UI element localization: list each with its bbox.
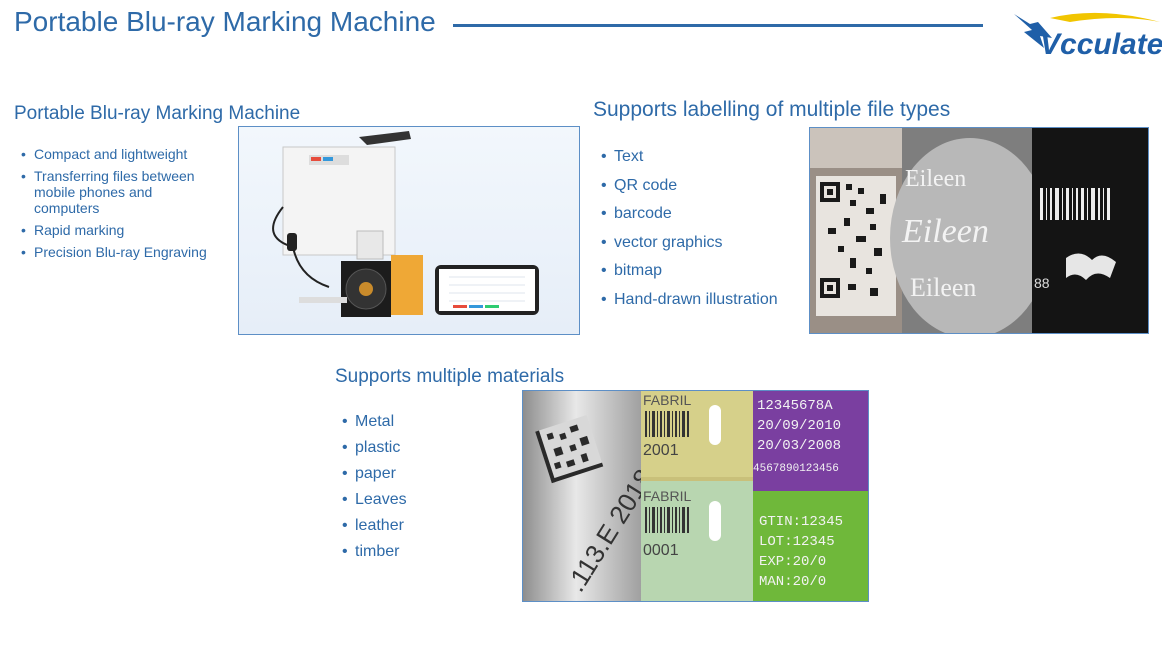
list-item: leather	[342, 516, 512, 536]
green-line-4: MAN:20/0	[759, 574, 826, 590]
tag-number-top: 2001	[643, 442, 679, 459]
product-section-title: Portable Blu-ray Marking Machine	[14, 103, 301, 124]
marking-machine-icon	[272, 131, 539, 317]
list-item: Precision Blu-ray Engraving	[21, 244, 221, 260]
page-title: Portable Blu-ray Marking Machine	[14, 6, 436, 37]
list-item: Transferring files between mobile phones…	[21, 168, 221, 216]
list-item: barcode	[601, 204, 811, 224]
logo-wordmark: Vcculate	[1040, 28, 1162, 60]
datamatrix-code-icon	[535, 415, 604, 484]
materials-sample-image: .113.E 2018 FABRIL 2001 FABRIL 0001 1234…	[522, 390, 869, 602]
green-line-1: GTIN:12345	[759, 514, 843, 530]
list-item: plastic	[342, 438, 512, 458]
title-divider	[453, 24, 983, 27]
eagle-logo-icon: Vcculate	[1014, 12, 1162, 60]
green-line-2: LOT:12345	[759, 534, 835, 550]
barcode-icon	[1040, 188, 1110, 220]
materials-list: Metal plastic paper Leaves leather timbe…	[342, 412, 512, 568]
list-item: Leaves	[342, 490, 512, 510]
sample-text-serif: Eileen	[910, 273, 976, 302]
purple-line-2: 20/09/2010	[757, 418, 841, 434]
filetypes-section-title: Supports labelling of multiple file type…	[593, 98, 951, 121]
list-item: Metal	[342, 412, 512, 432]
purple-line-4: 4567890123456	[753, 463, 839, 475]
list-item: Text	[601, 147, 811, 167]
tag-brand-bottom: FABRIL	[643, 488, 691, 504]
materials-section-title: Supports multiple materials	[335, 366, 565, 387]
list-item: QR code	[601, 176, 811, 196]
green-line-3: EXP:20/0	[759, 554, 826, 570]
product-image	[238, 126, 580, 335]
qr-code-icon	[816, 176, 896, 316]
sample-text-italic: Eileen	[901, 213, 989, 250]
purple-line-3: 20/03/2008	[757, 438, 841, 454]
purple-line-1: 12345678A	[757, 398, 833, 414]
brand-logo: Vcculate	[1010, 8, 1162, 60]
sample-number: 88	[1034, 275, 1050, 291]
tag-brand-top: FABRIL	[643, 392, 691, 408]
list-item: paper	[342, 464, 512, 484]
list-item: Hand-drawn illustration	[601, 290, 811, 310]
filetypes-sample-image: Eileen Eileen Eileen 88	[809, 127, 1149, 334]
feature-list: Compact and lightweight Transferring fil…	[21, 146, 221, 266]
list-item: bitmap	[601, 261, 811, 281]
tag-number-bottom: 0001	[643, 542, 679, 559]
sample-text-plain: Eileen	[905, 166, 966, 192]
list-item: Compact and lightweight	[21, 146, 221, 162]
filetype-list: Text QR code barcode vector graphics bit…	[601, 147, 811, 318]
list-item: timber	[342, 542, 512, 562]
list-item: Rapid marking	[21, 222, 221, 238]
list-item: vector graphics	[601, 233, 811, 253]
hand-drawn-graffiti-icon	[1066, 253, 1116, 280]
